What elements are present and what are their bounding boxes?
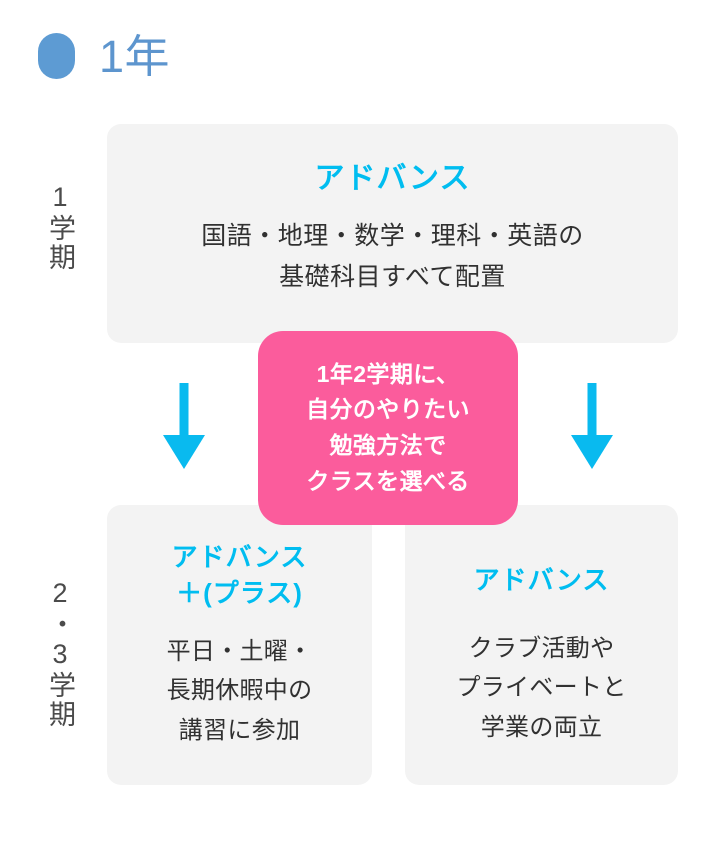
card-bottom-left-body-line-3: 講習に参加 — [178, 716, 301, 744]
card-top-body: 国語・地理・数学・理科・英語の 基礎科目すべて配置 — [107, 216, 678, 297]
card-top-heading: アドバンス — [314, 162, 471, 195]
arrow-right-head — [571, 435, 613, 469]
card-advance-plus: アドバンス ＋(プラス) 平日・土曜・ 長期休暇中の 講習に参加 — [107, 505, 372, 785]
blue-pill-marker-icon — [38, 33, 75, 79]
page-header: 1年 — [38, 33, 170, 79]
card-top-body-line-1: 国語・地理・数学・理科・英語の — [201, 222, 584, 250]
card-bottom-left-body-line-2: 長期休暇中の — [166, 677, 313, 705]
callout-text: 1年2学期に、 自分のやりたい 勉強方法で クラスを選べる — [306, 357, 470, 500]
callout-line-2: 自分のやりたい — [306, 396, 470, 423]
card-top-body-line-2: 基礎科目すべて配置 — [279, 262, 506, 291]
card-advance-second-third-semester: アドバンス クラブ活動や プライベートと 学業の両立 — [405, 505, 678, 785]
card-advance-first-semester: アドバンス 国語・地理・数学・理科・英語の 基礎科目すべて配置 — [107, 124, 678, 343]
callout-line-3: 勉強方法で — [329, 432, 447, 458]
arrow-down-left-icon — [163, 383, 205, 469]
card-bottom-right-body-line-2: プライベートと — [456, 674, 627, 702]
arrow-left-head — [163, 435, 205, 469]
card-bottom-left-heading-line-1: アドバンス — [171, 542, 308, 572]
card-bottom-right-body-line-1: クラブ活動や — [468, 634, 615, 662]
card-bottom-right-heading-line-1: アドバンス — [473, 565, 610, 595]
callout-badge-choose-class: 1年2学期に、 自分のやりたい 勉強方法で クラスを選べる — [258, 331, 518, 525]
term-label-first-semester: 1学期 — [45, 182, 75, 272]
callout-line-4: クラスを選べる — [306, 467, 470, 494]
card-bottom-left-body: 平日・土曜・ 長期休暇中の 講習に参加 — [107, 632, 372, 751]
term-label-second-third-semester: 2・3学期 — [45, 577, 75, 729]
card-bottom-left-body-line-1: 平日・土曜・ — [166, 637, 313, 665]
card-bottom-right-heading: アドバンス — [405, 563, 678, 599]
page-title: 1年 — [99, 30, 171, 82]
card-bottom-left-heading: アドバンス ＋(プラス) — [107, 540, 372, 612]
arrow-left-shaft — [179, 383, 189, 437]
card-bottom-right-body-line-3: 学業の両立 — [480, 714, 603, 742]
callout-line-1: 1年2学期に、 — [316, 360, 460, 387]
card-bottom-right-body: クラブ活動や プライベートと 学業の両立 — [405, 629, 678, 748]
card-bottom-left-heading-line-2: ＋(プラス) — [176, 577, 303, 608]
arrow-down-right-icon — [571, 383, 613, 469]
arrow-right-shaft — [587, 383, 597, 437]
